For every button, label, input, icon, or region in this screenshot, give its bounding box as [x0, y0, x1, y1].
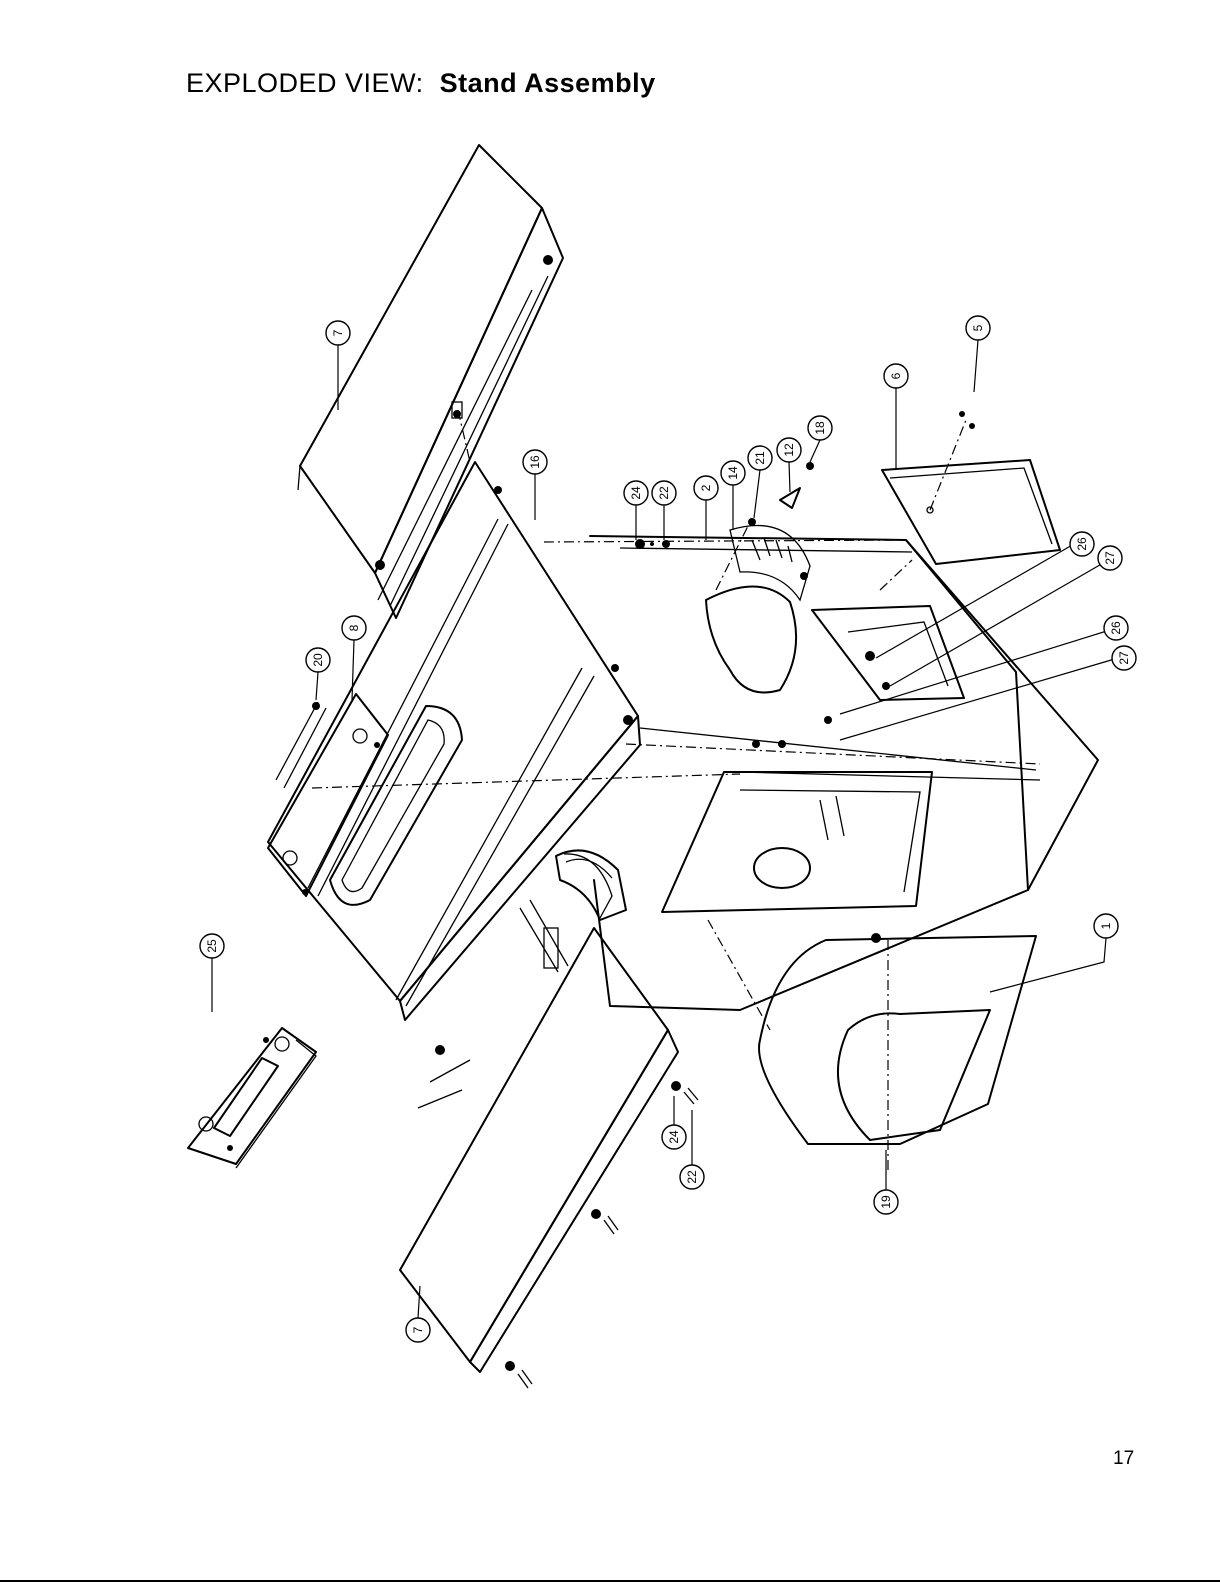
callout-22-bottom: 22	[680, 1165, 704, 1189]
svg-text:27: 27	[1103, 551, 1117, 565]
svg-text:7: 7	[411, 1326, 425, 1333]
svg-text:24: 24	[667, 1130, 681, 1144]
callout-24-bottom: 24	[662, 1125, 686, 1149]
part-table-top	[268, 462, 640, 1055]
part-side-table-bottom	[400, 854, 678, 1372]
svg-text:16: 16	[528, 455, 542, 469]
svg-text:26: 26	[1109, 621, 1123, 635]
svg-text:27: 27	[1117, 651, 1131, 665]
svg-text:20: 20	[311, 653, 325, 667]
part-motor-cover	[759, 933, 1036, 1144]
callout-7-bottom: 7	[406, 1318, 430, 1342]
svg-text:1: 1	[1099, 922, 1113, 929]
callout-18: 18	[808, 416, 832, 440]
bottom-rule	[0, 1580, 1220, 1582]
callout-21: 21	[748, 446, 772, 470]
svg-text:14: 14	[726, 466, 740, 480]
svg-text:24: 24	[629, 486, 643, 500]
part-front-plate	[188, 1028, 316, 1168]
callout-12: 12	[777, 438, 801, 462]
svg-text:2: 2	[699, 484, 713, 491]
callout-26-upper: 26	[1070, 532, 1094, 556]
callout-25: 25	[200, 934, 224, 958]
svg-text:18: 18	[813, 421, 827, 435]
svg-text:22: 22	[685, 1170, 699, 1184]
callout-6: 6	[884, 364, 908, 388]
svg-text:6: 6	[889, 372, 903, 379]
callout-26-lower: 26	[1104, 616, 1128, 640]
callout-19: 19	[874, 1190, 898, 1214]
svg-text:19: 19	[879, 1195, 893, 1209]
part-fence-bracket	[556, 850, 626, 920]
part-pointer-and-knob	[780, 462, 814, 508]
page-number: 17	[1113, 1448, 1134, 1470]
callout-8: 8	[342, 616, 366, 640]
part-door-panel	[882, 460, 1060, 564]
svg-text:7: 7	[331, 329, 345, 336]
callout-2: 2	[694, 476, 718, 500]
svg-text:22: 22	[657, 486, 671, 500]
svg-text:21: 21	[753, 451, 767, 465]
fasteners	[312, 411, 975, 1388]
callout-27-lower: 27	[1112, 646, 1136, 670]
svg-text:5: 5	[971, 324, 985, 331]
callout-5: 5	[966, 316, 990, 340]
svg-text:12: 12	[782, 443, 796, 457]
callout-22-top: 22	[652, 481, 676, 505]
svg-text:26: 26	[1075, 537, 1089, 551]
callout-7-top: 7	[326, 321, 350, 345]
callout-16: 16	[523, 450, 547, 474]
callout-20: 20	[306, 648, 330, 672]
part-tilt-trunnion	[706, 518, 810, 693]
callout-1: 1	[1094, 914, 1118, 938]
svg-text:25: 25	[205, 939, 219, 953]
callout-27-upper: 27	[1098, 546, 1122, 570]
callout-14: 14	[721, 461, 745, 485]
svg-text:8: 8	[347, 624, 361, 631]
callout-24-top: 24	[624, 481, 648, 505]
